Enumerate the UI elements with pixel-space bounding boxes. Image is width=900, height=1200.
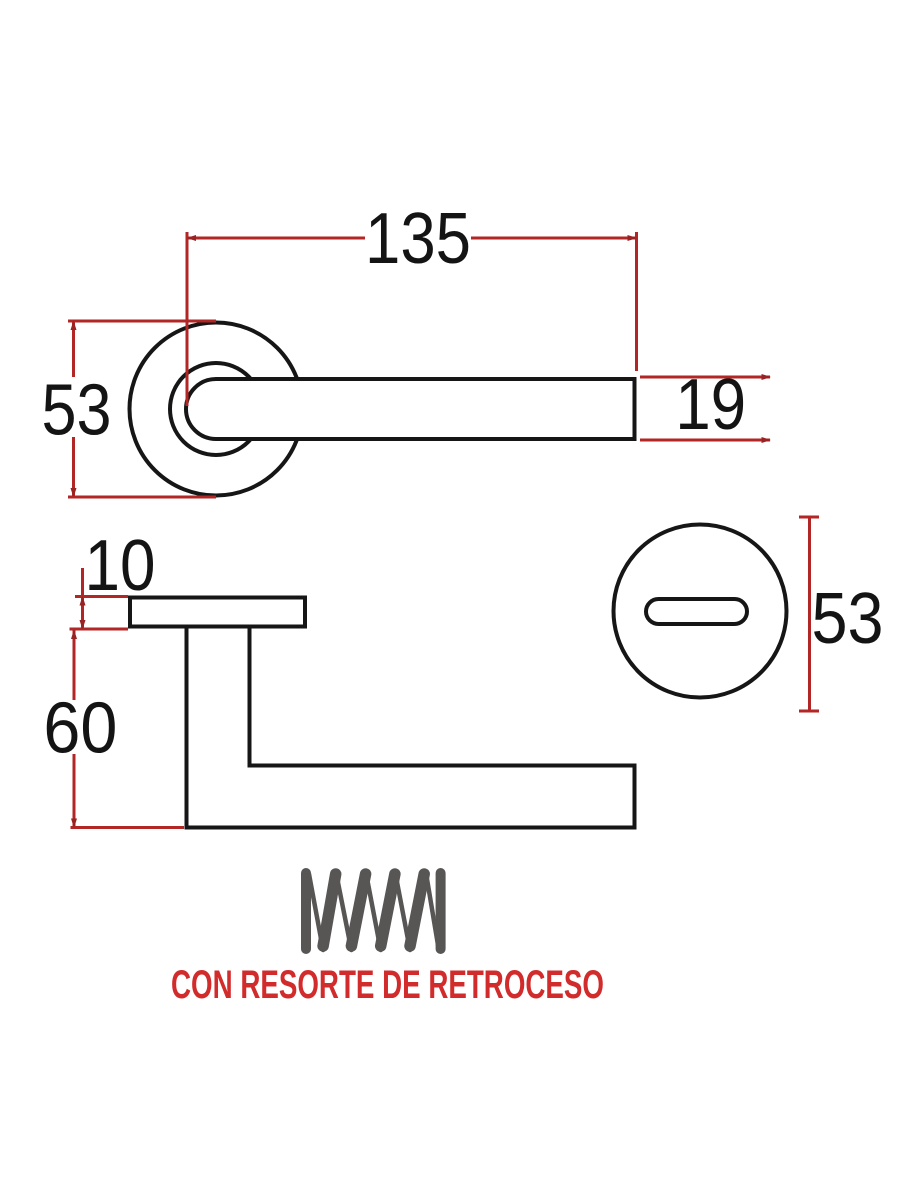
svg-text:19: 19: [675, 365, 746, 445]
svg-text:53: 53: [812, 579, 884, 659]
svg-text:CON RESORTE DE RETROCESO: CON RESORTE DE RETROCESO: [171, 963, 604, 1007]
svg-text:10: 10: [85, 526, 156, 606]
svg-text:60: 60: [43, 689, 117, 769]
svg-text:135: 135: [365, 199, 471, 279]
svg-text:53: 53: [42, 371, 112, 451]
